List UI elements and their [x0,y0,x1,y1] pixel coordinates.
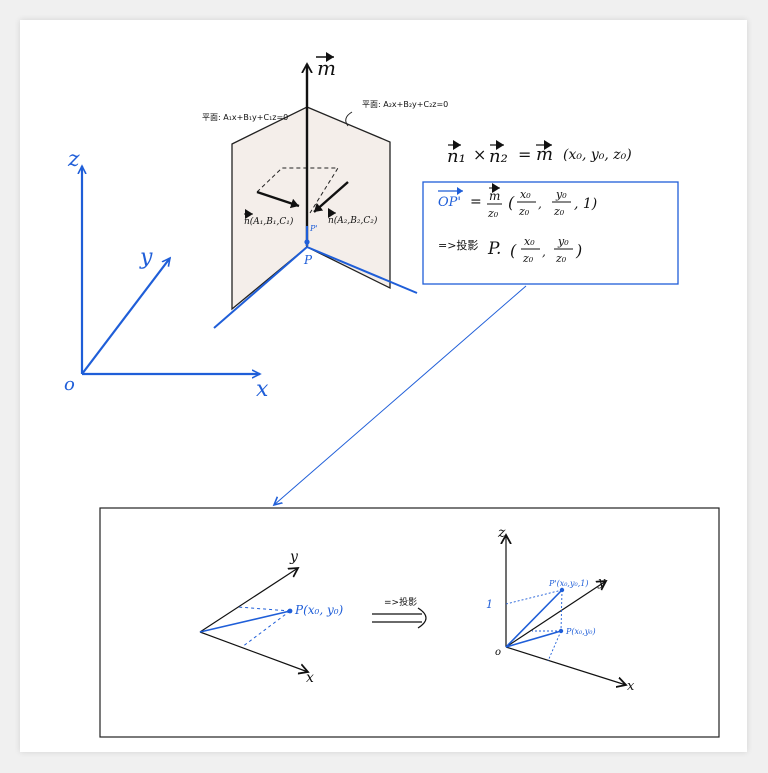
eq2-prefix: =>投影 [438,238,478,252]
x-axis-label: x [256,377,269,402]
left-op-vector [199,610,291,633]
eq1-y-num: y₀ [555,188,567,201]
dashed-guide [256,167,339,214]
cross-product-equation: n₁ × n₂ = m (x₀, y₀, z₀) [447,140,632,167]
implies-arrow [372,607,427,629]
right-origin-label: o [495,647,501,658]
cross-coords: (x₀, y₀, z₀) [563,147,632,163]
eq1-y-den: z₀ [553,205,565,218]
right-y-axis [505,581,606,648]
dihedral-planes: m 平面: A₁x+B₁y+C₁z=0 平面: A₂x+B₂y+C₂z=0 n(… [202,52,448,329]
eq1-tail: , 1) [574,196,597,212]
eq1-comma: , [538,197,542,211]
intersection-line-left [213,246,308,329]
eq2-y-num: y₀ [557,235,569,248]
right-z-label: z [497,525,506,541]
cross-n2: n₂ [489,146,508,167]
right-dot-x [547,630,562,662]
y-axis-label: y [139,245,153,270]
left-y-axis [199,568,298,633]
left-x-label: x [306,670,314,686]
right-dot-vertical [560,589,563,632]
right-plane-leader [345,111,353,127]
eq2-x-num: x₀ [524,235,535,248]
left-y-label: y [289,549,299,565]
p-label: P [303,253,313,267]
cross-n1: n₁ [447,146,466,167]
eq1-paren: ( [508,193,515,212]
right-p-prime-label: P'(x₀,y₀,1) [548,579,588,588]
projection-box: OP' = m z₀ ( x₀ z₀ , y₀ z₀ , 1) =>投影 P. … [422,181,679,285]
left-plane-label: 平面: A₁x+B₁y+C₁z=0 [202,113,288,122]
y-axis [81,258,170,375]
intersection-line-right [306,246,418,294]
eq2-paren-close: ) [575,241,582,260]
right-dot-top [505,589,563,605]
cross-equals: = [518,145,531,164]
op-label: OP' [438,195,461,210]
point-p-dot [304,239,310,245]
p-prime-label: P' [309,224,318,233]
left-dash-y [237,606,291,612]
bottom-panel-frame [99,507,720,738]
cross-times: × [473,145,486,164]
eq1-m: m [489,189,500,203]
right-one-label: 1 [486,598,493,611]
right-p-label: P(x₀,y₀) [565,627,596,636]
right-op-vector [505,630,562,648]
eq2-comma: , [542,245,546,259]
left-dash-x [241,610,291,648]
eq2-paren-open: ( [510,241,517,260]
left-p-label: P(x₀, y₀) [294,603,344,617]
right-plane-label: 平面: A₂x+B₂y+C₂z=0 [362,100,448,109]
normal-vector-1 [256,190,300,209]
normal1-label: n(A₁,B₁,C₁) [244,216,294,227]
eq1-equals: = [470,194,482,210]
connector-arrow [274,285,527,505]
right-op-prime-vector [505,589,563,648]
projection-box-frame [422,181,679,285]
eq2-x-den: z₀ [522,252,534,265]
eq2-point: P. [487,239,501,259]
origin-label: o [64,374,75,395]
diagram-canvas: z y x o m 平面: A₁x+B₁y+C₁z=0 平面: A₂x+B₂y+… [64,52,720,738]
z-axis-label: z [67,147,80,172]
right-x-axis [505,646,626,685]
normal2-label: n(A₂,B₂,C₂) [328,215,378,226]
m-label: m [317,56,336,80]
drawing-sheet: z y x o m 平面: A₁x+B₁y+C₁z=0 平面: A₂x+B₂y+… [20,20,747,752]
eq2-y-den: z₀ [555,252,567,265]
eq1-denominator: z₀ [487,207,499,220]
cross-m: m [536,144,553,165]
eq1-x-den: z₀ [518,205,530,218]
right-plane [306,106,391,290]
eq1-x-num: x₀ [520,188,531,201]
right-x-label: x [627,679,635,694]
axes-3d: z y x o [64,147,269,402]
left-x-axis [199,631,308,672]
bottom-panel: y x P(x₀, y₀) =>投影 z y x o 1 P'(x₀,y₀,1)… [99,507,720,738]
arrow-label: =>投影 [384,596,417,608]
right-y-label: y [597,575,606,590]
normal-vector-2 [313,181,349,213]
